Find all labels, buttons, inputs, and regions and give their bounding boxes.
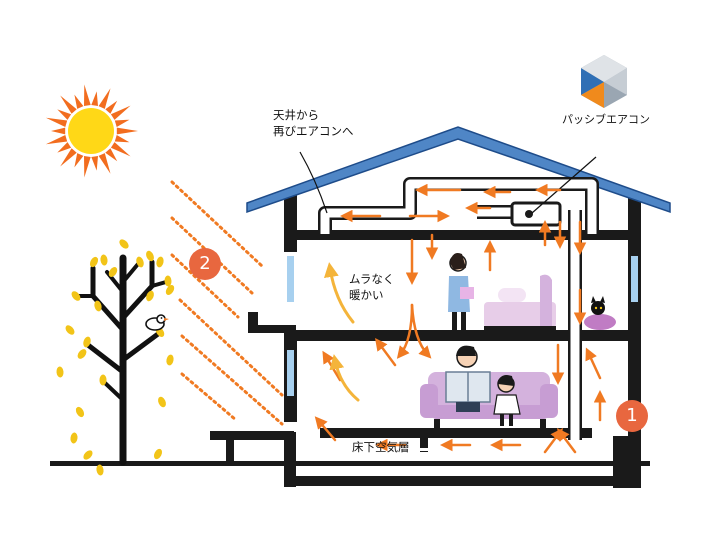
leaves xyxy=(56,238,176,476)
cat-icon xyxy=(584,296,616,330)
leaf xyxy=(76,348,88,361)
logo-label: パッシブエアコン xyxy=(562,112,650,127)
ceiling-label-line2: 再びエアコンへ xyxy=(273,124,354,139)
leaf xyxy=(165,354,174,366)
leaf xyxy=(56,366,64,377)
person-reading-icon xyxy=(446,346,490,412)
leaf xyxy=(155,256,164,268)
leaf xyxy=(157,396,168,409)
leaf xyxy=(152,448,163,461)
uneven-label-line1: ムラなく xyxy=(349,272,394,287)
ground-line xyxy=(50,461,650,466)
tree-icon xyxy=(78,258,166,462)
bird-icon xyxy=(146,315,169,330)
leaf xyxy=(100,254,108,266)
roof xyxy=(247,127,670,212)
sunlight-rays xyxy=(172,182,282,424)
leaf xyxy=(70,432,78,444)
leaf xyxy=(118,238,131,251)
leaf xyxy=(64,324,76,337)
leaf xyxy=(88,255,99,268)
leaf xyxy=(82,449,95,462)
bed xyxy=(484,275,556,330)
badge-2: 2 xyxy=(189,248,221,280)
leaf xyxy=(164,283,176,296)
logo-icon xyxy=(581,55,627,108)
badge-1: 1 xyxy=(616,400,648,432)
person-icon xyxy=(448,253,474,330)
underfloor-space xyxy=(296,448,612,451)
underfloor-label: 床下空気層 xyxy=(352,440,410,455)
air-conditioner-unit xyxy=(512,203,560,225)
sun-icon xyxy=(46,85,138,178)
leaf xyxy=(74,405,86,418)
leaf xyxy=(164,275,172,286)
uneven-label-line2: 暖かい xyxy=(349,288,384,303)
ceiling-label-line1: 天井から xyxy=(273,108,319,123)
